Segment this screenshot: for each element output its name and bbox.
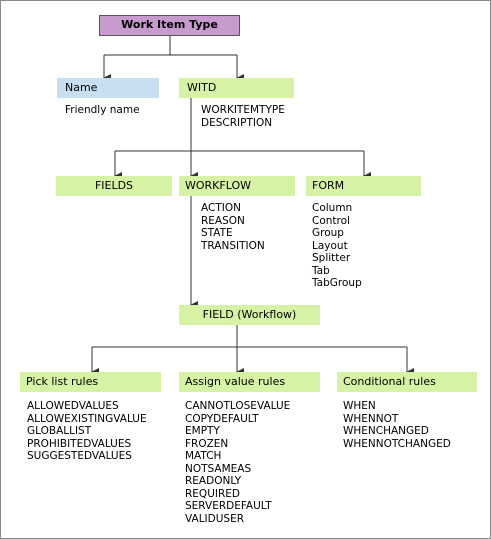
assign-item: REQUIRED [185,487,240,500]
workflow-item: REASON [201,214,245,227]
conditional-items: WHEN WHENNOT WHENCHANGED WHENNOTCHANGED [343,400,451,450]
conditional-item: WHEN [343,400,376,412]
form-item: Control [312,214,350,227]
workflow-items: ACTION REASON STATE TRANSITION [201,202,265,252]
witd-box: WITD [179,78,294,98]
field-workflow-box: FIELD (Workflow) [179,305,320,325]
conditional-rules-box: Conditional rules [337,372,477,392]
conditional-item: WHENNOTCHANGED [343,437,451,450]
assign-item: FROZEN [185,437,229,450]
conditional-item: WHENNOT [343,412,399,425]
witd-item: WORKITEMTYPE [201,104,285,116]
form-item: Layout [312,239,348,252]
workflow-box: WORKFLOW [179,176,295,196]
picklist-item: SUGGESTEDVALUES [27,450,132,462]
assign-item: COPYDEFAULT [185,412,259,425]
picklist-items: ALLOWEDVALUES ALLOWEXISTINGVALUE GLOBALL… [27,400,147,463]
form-item: Splitter [312,252,351,264]
witd-item: DESCRIPTION [201,116,273,129]
assign-value-rules-box: Assign value rules [179,372,320,392]
picklist-item: GLOBALLIST [27,425,92,437]
form-item: Column [312,202,353,214]
assign-item: NOTSAMEAS [185,462,252,475]
name-box: Name [57,78,159,98]
work-item-type-box: Work Item Type [99,15,240,36]
assign-item: EMPTY [185,425,220,437]
form-box: FORM [306,176,421,196]
form-items: Column Control Group Layout Splitter Tab… [312,202,362,290]
form-item: TabGroup [312,277,362,289]
picklist-item: ALLOWEXISTINGVALUE [27,412,147,425]
assign-item: READONLY [185,475,242,487]
fields-box: FIELDS [56,176,172,196]
workflow-item: ACTION [201,202,241,214]
assign-item: CANNOTLOSEVALUE [185,400,291,412]
assign-item: VALIDUSER [185,512,245,525]
conditional-item: WHENCHANGED [343,425,429,437]
form-item: Group [312,227,344,239]
friendly-name-text: Friendly name [65,104,140,116]
picklist-rules-box: Pick list rules [20,372,161,392]
picklist-item: PROHIBITEDVALUES [27,437,132,450]
workflow-item: STATE [201,227,233,239]
witd-items: WORKITEMTYPE DESCRIPTION [201,104,285,129]
form-item: Tab [312,264,330,277]
assign-items: CANNOTLOSEVALUE COPYDEFAULT EMPTY FROZEN… [185,400,290,525]
assign-item: MATCH [185,450,222,462]
assign-item: SERVERDEFAULT [185,500,272,512]
workflow-item: TRANSITION [201,239,265,252]
picklist-item: ALLOWEDVALUES [27,400,119,412]
